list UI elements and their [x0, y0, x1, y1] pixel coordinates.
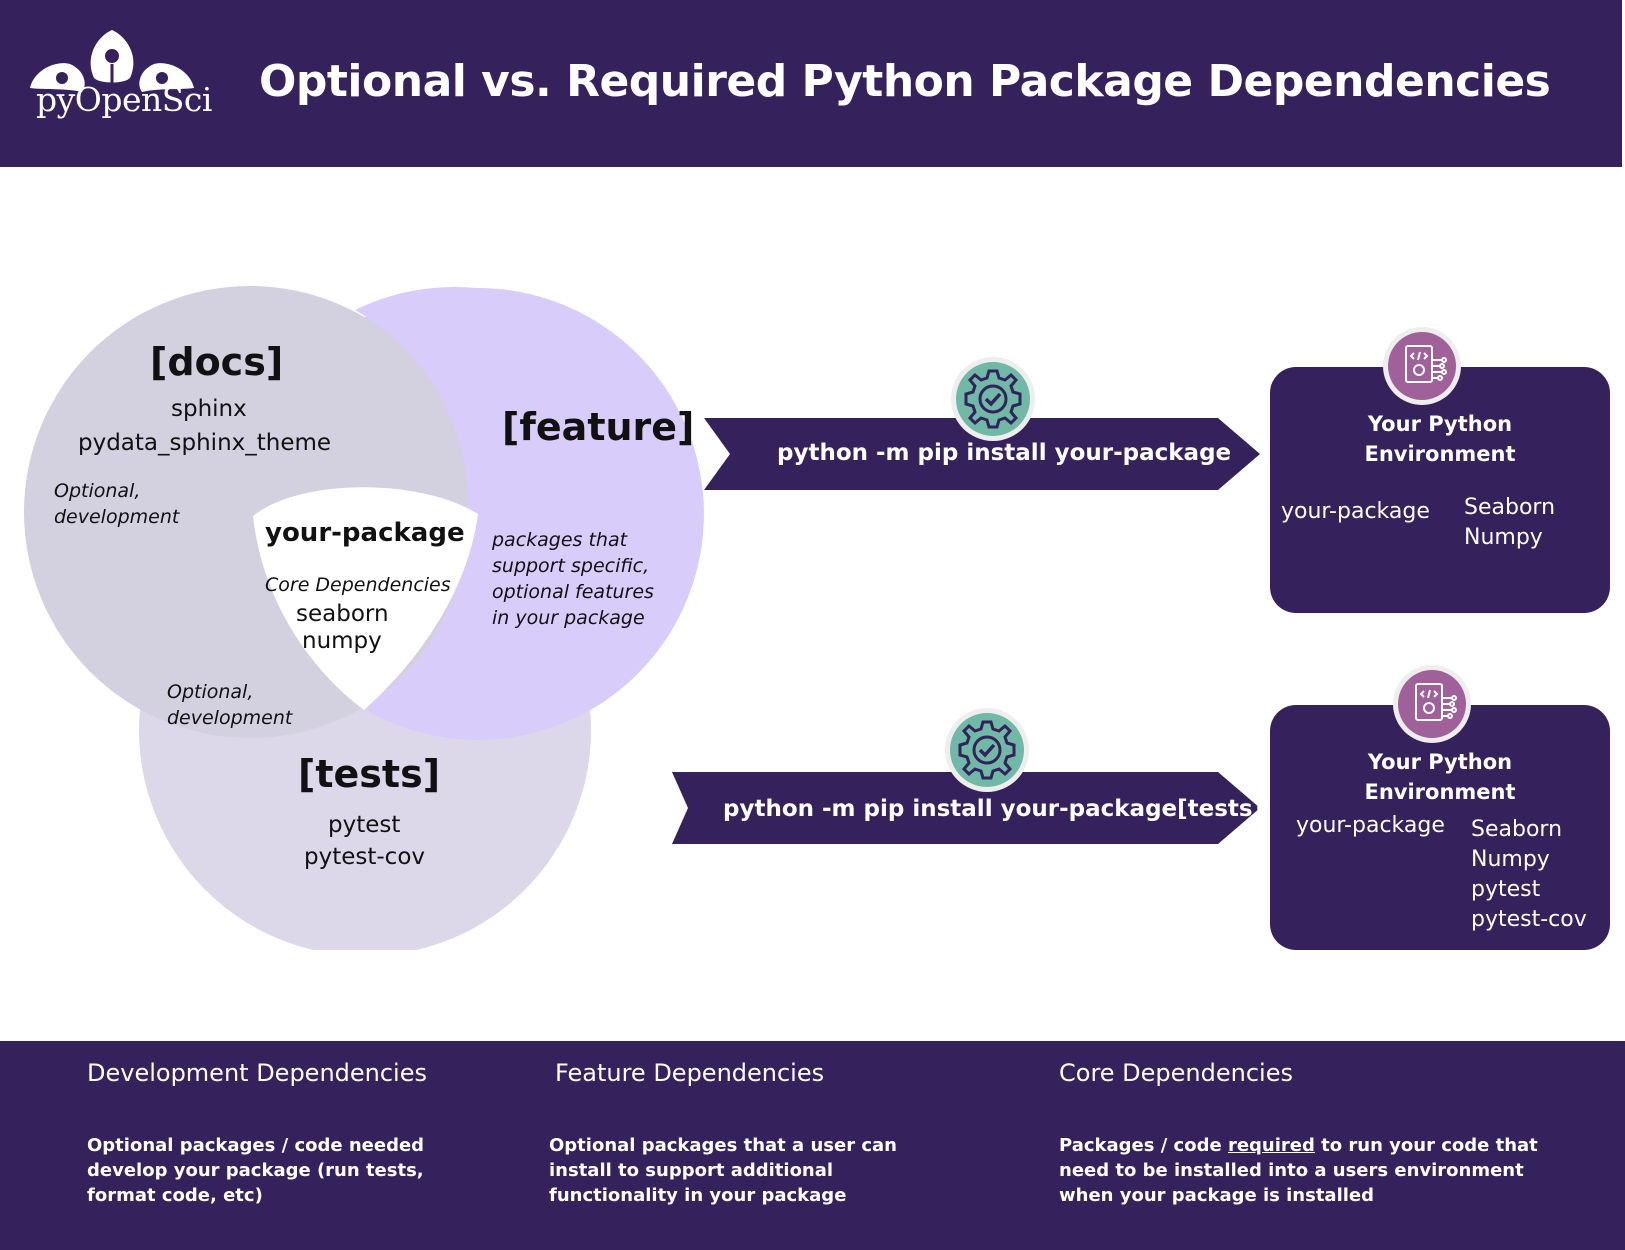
- install-command-label: python -m pip install your-package: [777, 440, 1232, 466]
- environment-title: Your Python Environment: [1364, 412, 1516, 466]
- environment-deps: Seaborn Numpy pytest pytest-cov: [1471, 815, 1587, 935]
- gear-check-icon: [951, 357, 1035, 441]
- core-heading: Core Dependencies: [1059, 1059, 1293, 1087]
- install-arrow: [672, 772, 1260, 844]
- tests-title: [tests]: [298, 752, 441, 796]
- pyopensci-logo-icon: [30, 30, 194, 92]
- install-command-label: python -m pip install your-package[tests…: [723, 796, 1264, 822]
- code-settings-icon: [1383, 327, 1461, 405]
- environment-dep: Seaborn: [1471, 817, 1563, 842]
- environment-dep: Numpy: [1464, 525, 1543, 550]
- feature-title: [feature]: [502, 405, 695, 449]
- install-arrow: [704, 418, 1260, 490]
- environment-deps: Seaborn Numpy: [1464, 493, 1555, 553]
- environment-package: your-package: [1296, 813, 1445, 838]
- python-environment-box: Your Python Environment your-package Sea…: [1270, 705, 1610, 950]
- logo-wordmark: pyOpenSci: [36, 80, 212, 119]
- venn-diagram: [24, 286, 704, 950]
- tests-package-pytest-cov: pytest-cov: [304, 844, 426, 870]
- environment-dep: Seaborn: [1464, 495, 1556, 520]
- feature-description: Optional packages that a user can instal…: [549, 1135, 897, 1206]
- environment-title: Your Python Environment: [1364, 750, 1516, 804]
- core-region: [253, 487, 478, 710]
- page-title: Optional vs. Required Python Package Dep…: [259, 56, 1551, 107]
- core-package-seaborn: seaborn: [296, 601, 389, 627]
- core-package-numpy: numpy: [302, 628, 382, 654]
- docs-package-sphinx: sphinx: [171, 396, 247, 422]
- docs-package-pydata-theme: pydata_sphinx_theme: [78, 430, 332, 456]
- header-bar: pyOpenSci Optional vs. Required Python P…: [0, 0, 1622, 167]
- feature-note: packages that support specific, optional…: [492, 529, 654, 629]
- docs-note: Optional, development: [54, 480, 180, 528]
- gear-check-icon: [945, 708, 1029, 792]
- development-heading: Development Dependencies: [87, 1059, 427, 1087]
- core-description-end: to run your code that need to be install…: [1059, 1135, 1538, 1206]
- feature-overlap: [355, 286, 704, 740]
- core-title: your-package: [265, 518, 465, 548]
- core-description: Packages / code required to run your cod…: [1059, 1133, 1551, 1208]
- environment-dep: Numpy: [1471, 847, 1550, 872]
- feature-heading: Feature Dependencies: [555, 1059, 825, 1087]
- docs-title: [docs]: [150, 340, 284, 384]
- footer-legend: Development Dependencies Optional packag…: [0, 1041, 1625, 1250]
- tests-note: Optional, development: [167, 681, 293, 729]
- core-description-start: Packages / code: [1059, 1135, 1228, 1156]
- development-description: Optional packages / code needed develop …: [87, 1135, 425, 1206]
- environment-package: your-package: [1281, 499, 1430, 524]
- environment-dep: pytest: [1471, 877, 1541, 902]
- core-description-required: required: [1227, 1135, 1315, 1156]
- code-settings-icon: [1393, 665, 1471, 743]
- python-environment-box: Your Python Environment your-package Sea…: [1270, 367, 1610, 613]
- environment-dep: pytest-cov: [1471, 907, 1587, 932]
- tests-package-pytest: pytest: [328, 812, 401, 838]
- core-subtitle: Core Dependencies: [265, 574, 451, 596]
